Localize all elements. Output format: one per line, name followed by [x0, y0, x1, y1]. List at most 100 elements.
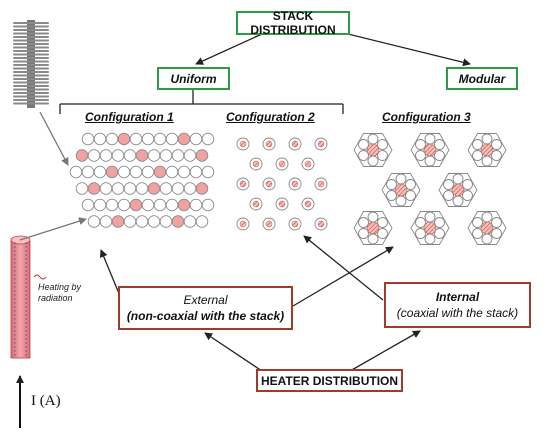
- heater-core: [291, 180, 299, 188]
- stack-cell: [386, 179, 397, 190]
- stack-cell: [123, 215, 137, 228]
- stack-cell: [472, 139, 483, 150]
- heater-core: [317, 220, 325, 228]
- stack-cell: [452, 195, 464, 207]
- stack-cell: [481, 133, 493, 145]
- heater-cell: [75, 149, 89, 162]
- stack-cell: [491, 217, 502, 228]
- center-heater-cell: [394, 183, 408, 197]
- hex-module: [467, 133, 507, 167]
- heater-cell: [135, 149, 149, 162]
- heater-tube: [10, 235, 31, 359]
- stack-cell: [377, 217, 388, 228]
- configuration-1-pack: [69, 132, 215, 228]
- heater-core: [265, 180, 273, 188]
- stack-cell: [135, 215, 149, 228]
- heater-cell: [117, 132, 131, 146]
- hex-module: [410, 133, 450, 167]
- stack-cell: [183, 182, 197, 195]
- stack-cell: [443, 179, 454, 190]
- stack-cell: [491, 150, 502, 161]
- coil-fin: [13, 102, 49, 105]
- stack-cell: [141, 132, 155, 146]
- stack-cell: [87, 215, 101, 228]
- radiation-wave-icon: [33, 274, 47, 280]
- stack-cell: [117, 198, 131, 212]
- arrow-heater-to-internal: [349, 330, 421, 372]
- stack-cell: [367, 233, 379, 245]
- coil-fin: [13, 25, 49, 28]
- stack-cell: [201, 165, 215, 179]
- stack-cell: [105, 132, 119, 146]
- stack-cell: [424, 133, 436, 145]
- arrow-external-to-config1: [99, 249, 121, 297]
- stack-cell: [177, 165, 191, 179]
- uniform-box: Uniform: [157, 67, 230, 90]
- stack-cell: [358, 228, 369, 239]
- stack-cell: [481, 233, 493, 245]
- stack-cell: [415, 139, 426, 150]
- stack-cell: [81, 132, 95, 146]
- coil-fin: [13, 46, 49, 49]
- hex-module: [410, 211, 450, 245]
- coil-fin: [13, 88, 49, 91]
- stack-cell: [434, 150, 445, 161]
- center-heater-cell: [423, 221, 437, 235]
- hex-module: [381, 173, 421, 207]
- internal-title: Internal: [435, 290, 480, 304]
- stack-cell: [472, 228, 483, 239]
- coil-fin: [13, 60, 49, 63]
- stack-cell: [405, 179, 416, 190]
- stack-cell: [481, 211, 493, 223]
- arrow-tube-to-config1: [19, 217, 87, 241]
- stack-cell: [434, 217, 445, 228]
- coil-fin: [13, 74, 49, 77]
- stack-cell: [165, 165, 179, 179]
- stack-cell: [358, 217, 369, 228]
- heater-cell: [129, 198, 143, 212]
- stack-cell: [424, 155, 436, 167]
- internal-box: Internal (coaxial with the stack): [384, 282, 531, 328]
- stack-cell: [105, 198, 119, 212]
- stack-cell: [123, 149, 137, 162]
- coil-fin: [13, 36, 49, 38]
- heater-core: [265, 140, 273, 148]
- stack-cell: [377, 139, 388, 150]
- configuration-2-label: Configuration 2: [226, 110, 315, 124]
- heater-core: [252, 160, 260, 168]
- stack-cell: [111, 182, 125, 195]
- heater-cell: [147, 182, 161, 195]
- coil-fin: [13, 32, 49, 35]
- stack-cell: [415, 217, 426, 228]
- stack-cell: [81, 165, 95, 179]
- coil-fin: [13, 50, 49, 52]
- coil-fin: [13, 22, 49, 24]
- stack-cell: [183, 149, 197, 162]
- heating-label-line-1: Heating by: [38, 282, 82, 292]
- heater-core: [239, 140, 247, 148]
- external-title: External: [183, 293, 228, 307]
- stack-cell: [424, 233, 436, 245]
- coil-fin: [13, 85, 49, 87]
- coil-fin: [13, 53, 49, 56]
- stack-cell: [481, 155, 493, 167]
- stack-cell: [472, 217, 483, 228]
- stack-cell: [377, 228, 388, 239]
- heater-core: [265, 220, 273, 228]
- stack-cell: [117, 165, 131, 179]
- stack-cell: [153, 198, 167, 212]
- stack-cell: [183, 215, 197, 228]
- coil-fin: [13, 57, 49, 59]
- heater-core: [239, 220, 247, 228]
- stack-cell: [367, 155, 379, 167]
- stack-cell: [99, 149, 113, 162]
- stack-cell: [462, 190, 473, 201]
- heating-by-radiation-label: Heating by radiation: [38, 282, 81, 304]
- hex-module: [467, 211, 507, 245]
- heater-cell: [111, 215, 125, 228]
- stack-cell: [93, 198, 107, 212]
- heater-distribution-box: HEATER DISTRIBUTION: [256, 369, 403, 392]
- stack-cell: [395, 173, 407, 185]
- stack-cell: [159, 215, 173, 228]
